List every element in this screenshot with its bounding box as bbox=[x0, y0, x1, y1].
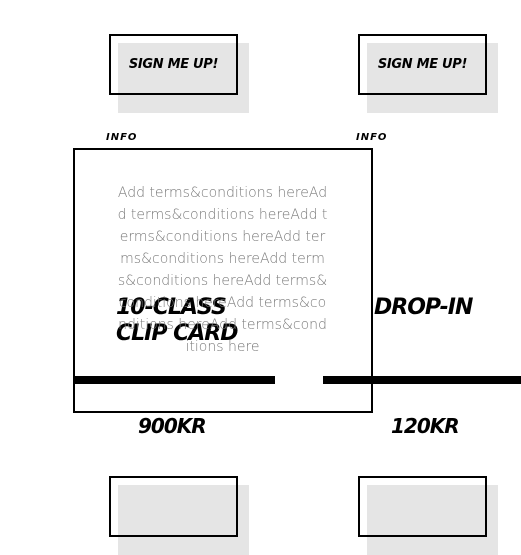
sign-me-up-button[interactable]: SIGN ME UP! bbox=[358, 34, 487, 95]
sign-me-up-button[interactable] bbox=[109, 476, 238, 537]
card-3-signup bbox=[109, 476, 249, 555]
terms-popup bbox=[73, 148, 373, 413]
card-4-signup bbox=[358, 476, 498, 555]
button-shadow bbox=[118, 43, 249, 113]
card-1-signup: SIGN ME UP! bbox=[109, 34, 249, 113]
card-divider bbox=[323, 376, 521, 384]
card-price: 900KR bbox=[138, 414, 207, 438]
card-title: DROP-IN bbox=[374, 295, 473, 320]
card-2-signup: SIGN ME UP! bbox=[358, 34, 498, 113]
info-link[interactable]: INFO bbox=[106, 132, 138, 143]
terms-text: Add terms&conditions hereAdd terms&condi… bbox=[117, 185, 328, 355]
sign-me-up-button[interactable]: SIGN ME UP! bbox=[109, 34, 238, 95]
card-price: 120KR bbox=[391, 414, 460, 438]
button-shadow bbox=[367, 43, 498, 113]
info-link[interactable]: INFO bbox=[356, 132, 388, 143]
card-title: 10-CLASS CLIP CARD bbox=[116, 295, 239, 346]
sign-me-up-button[interactable] bbox=[358, 476, 487, 537]
card-divider bbox=[75, 376, 275, 384]
